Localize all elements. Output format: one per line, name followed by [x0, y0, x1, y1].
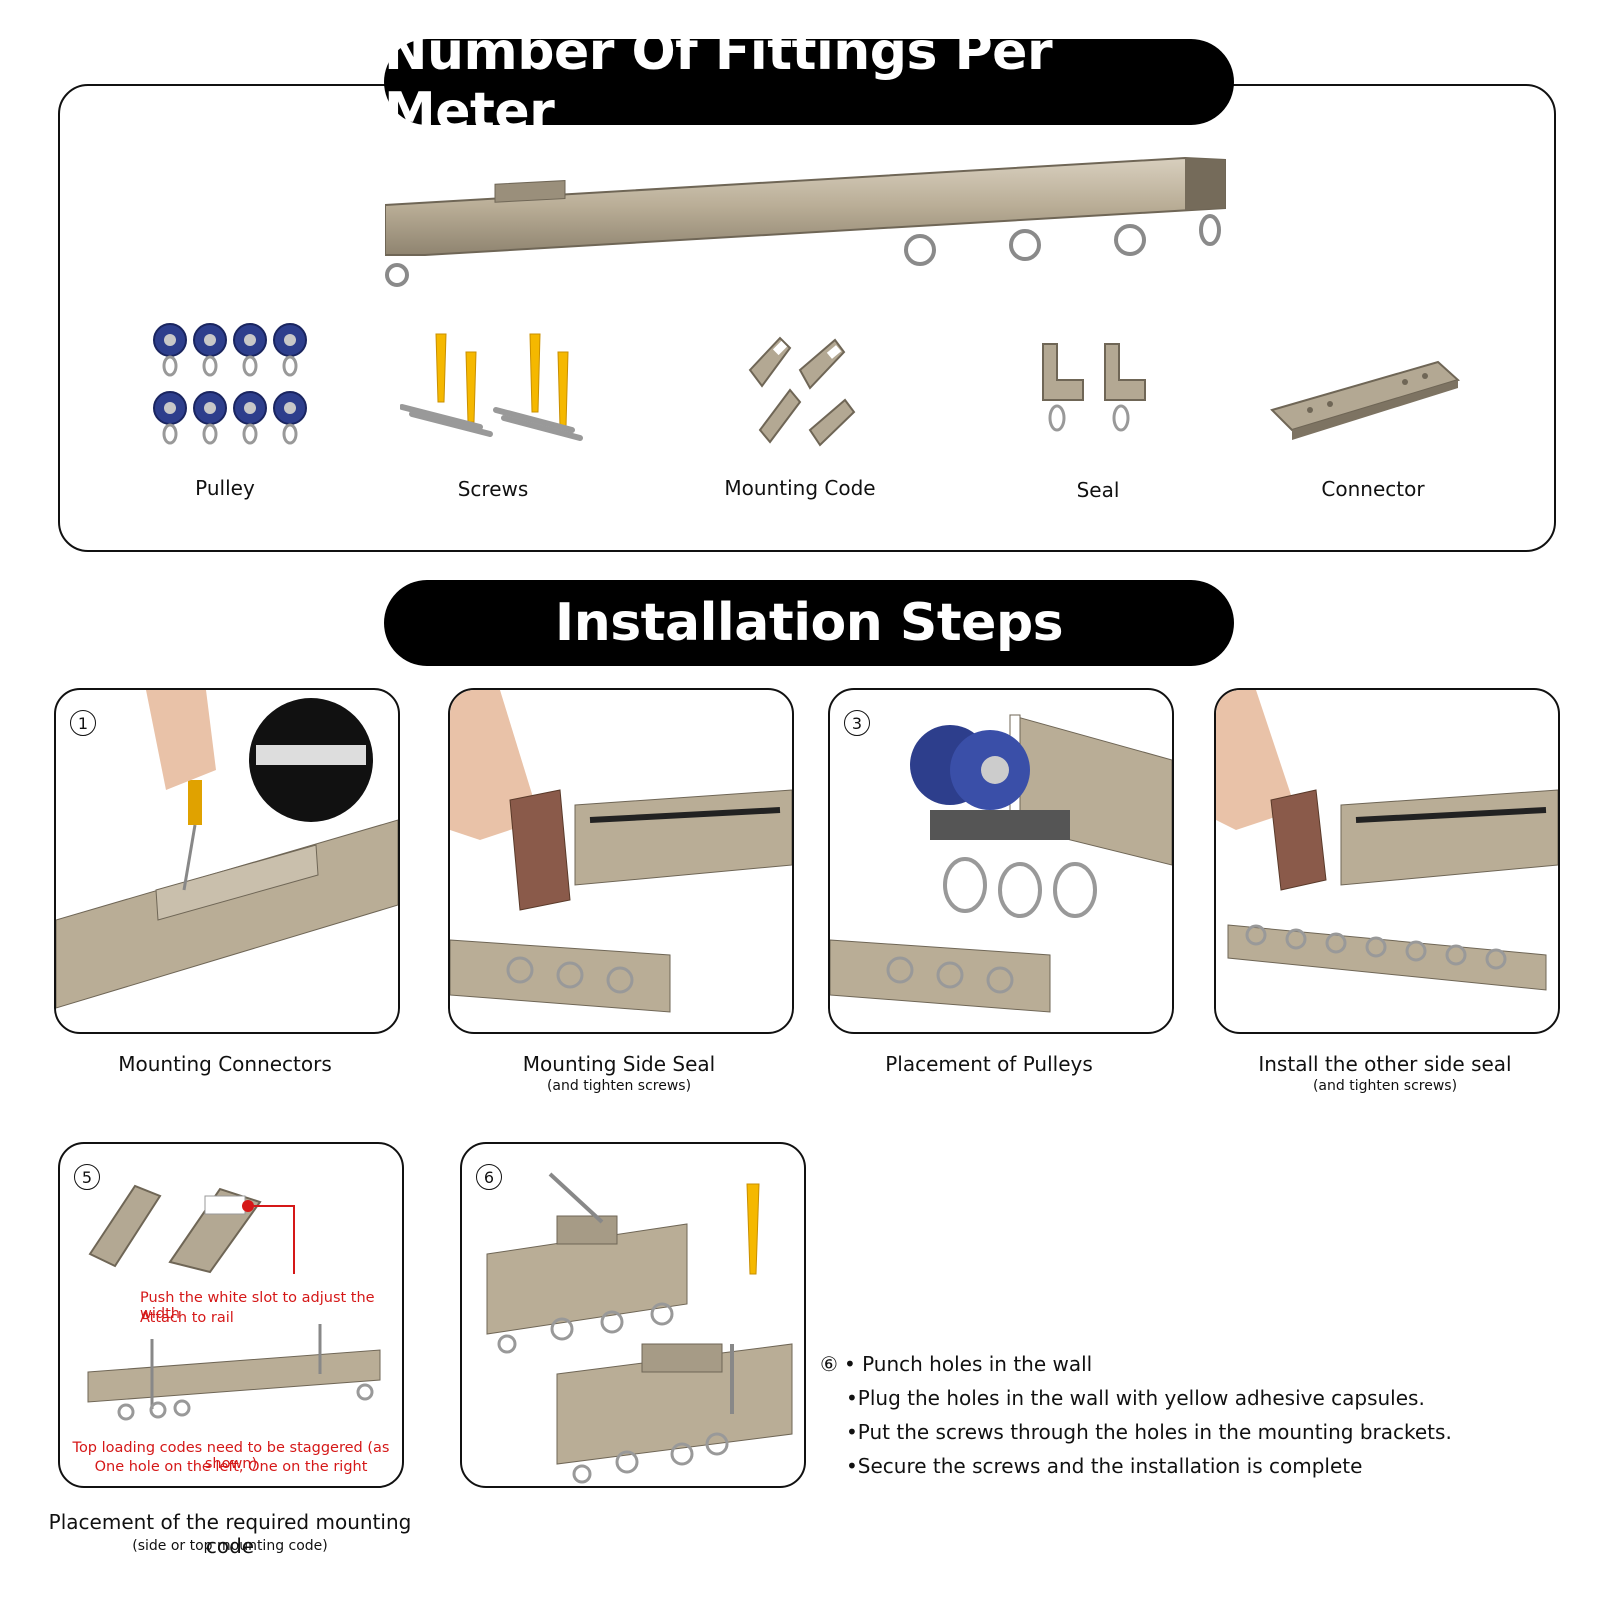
curtain-rail-image	[385, 140, 1235, 310]
fittings-frame	[58, 84, 1556, 552]
fitting-label-screws: Screws	[457, 477, 529, 501]
step-6-number: 6	[476, 1164, 502, 1190]
step-5-sublabel: (side or top mounting code)	[132, 1538, 328, 1554]
pulley-image	[150, 322, 310, 457]
instruction-1: ⑥• Punch holes in the wall	[820, 1352, 1093, 1376]
fitting-label-seal: Seal	[1076, 478, 1120, 502]
step-3-label: Placement of Pulleys	[885, 1052, 1093, 1076]
step-6-card: 6	[460, 1142, 806, 1488]
step-5-note-stagger: Top loading codes need to be staggered (…	[72, 1440, 390, 1472]
fittings-title: Number Of Fittings Per Meter	[384, 22, 1234, 142]
step-1-card: 1	[54, 688, 400, 1034]
step-1-number: 1	[70, 710, 96, 736]
instruction-3: •Put the screws through the holes in the…	[846, 1420, 1452, 1444]
step-5-note-push: Push the white slot to adjust the width	[140, 1290, 375, 1322]
step-3-number: 3	[844, 710, 870, 736]
step-2-sublabel: (and tighten screws)	[546, 1078, 692, 1094]
step-5-card: 5 Push the white slot to adjust the widt…	[58, 1142, 404, 1488]
instruction-4: •Secure the screws and the installation …	[846, 1454, 1363, 1478]
step-1-label: Mounting Connectors	[118, 1052, 332, 1076]
step-5-note-attach: Attach to rail	[140, 1310, 234, 1326]
instruction-2: •Plug the holes in the wall with yellow …	[846, 1386, 1425, 1410]
step-4-card: 4	[1214, 688, 1560, 1034]
step-5-number: 5	[74, 1164, 100, 1190]
step-4-label: Install the other side seal	[1258, 1052, 1512, 1076]
step-2-label: Mounting Side Seal	[522, 1052, 716, 1076]
step-6-marker: ⑥	[820, 1352, 838, 1376]
fitting-label-mounting-code: Mounting Code	[724, 476, 876, 500]
screws-image	[400, 332, 585, 447]
step-5-note-holes: One hole on the left, One on the right	[94, 1459, 368, 1475]
fitting-label-pulley: Pulley	[195, 476, 255, 500]
steps-title: Installation Steps	[384, 580, 1234, 666]
step-5-label: Placement of the required mounting code	[48, 1510, 412, 1558]
mounting-code-image	[740, 330, 870, 455]
step-2-card: 2	[448, 688, 794, 1034]
step-4-sublabel: (and tighten screws)	[1312, 1078, 1458, 1094]
fitting-label-connector: Connector	[1321, 477, 1425, 501]
connector-image	[1270, 360, 1460, 450]
step-3-card: 3	[828, 688, 1174, 1034]
seal-image	[1035, 340, 1150, 440]
